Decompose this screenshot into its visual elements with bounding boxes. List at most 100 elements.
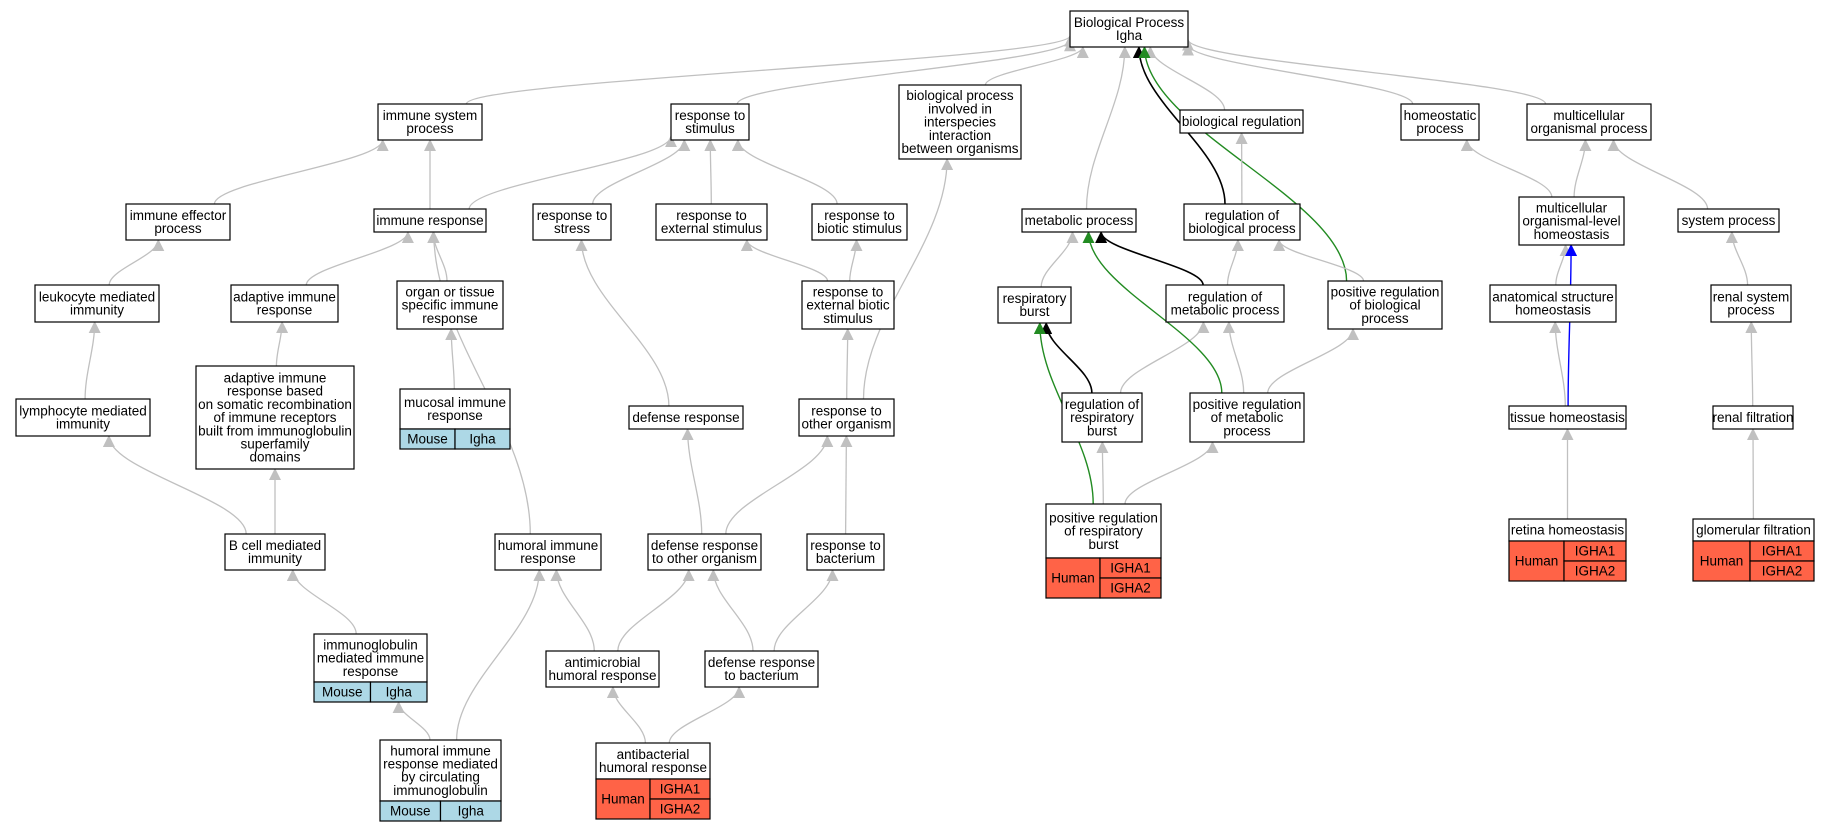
node-box bbox=[379, 739, 502, 802]
node-box bbox=[1710, 284, 1792, 323]
gene-label: IGHA1 bbox=[1575, 544, 1616, 559]
node-box bbox=[545, 650, 660, 688]
edge-response-to-external-stimulus-to-response-to-stimulus bbox=[704, 139, 717, 205]
node-box bbox=[1061, 392, 1143, 443]
edge-leukocyte-mediated-immunity-to-immune-effector-process bbox=[108, 239, 165, 286]
node-box bbox=[396, 280, 504, 330]
node-biological-regulation: biological regulation bbox=[1179, 109, 1304, 134]
node-label-line: Biological Process bbox=[1074, 15, 1185, 30]
node-label-line: metabolic process bbox=[1171, 303, 1280, 318]
edge-immune-system-process-to-root bbox=[465, 34, 1076, 105]
node-defense-response: defense response bbox=[628, 405, 744, 430]
node-label-line: response bbox=[427, 408, 483, 423]
edge-response-to-bacterium-to-response-to-other-organism bbox=[840, 435, 853, 535]
edge-positive-regulation-of-metabolic-process-to-metabolic-process bbox=[1082, 231, 1223, 394]
node-box bbox=[1069, 10, 1189, 48]
node-label-line: response bbox=[520, 551, 576, 566]
node-label-line: process bbox=[1223, 423, 1271, 438]
edge-regulation-of-respiratory-burst-to-respiratory-burst bbox=[1040, 322, 1093, 394]
edge-renal-system-process-to-system-process bbox=[1725, 231, 1749, 286]
node-label-line: superfamily bbox=[240, 437, 309, 452]
node-box bbox=[898, 84, 1022, 160]
node-box bbox=[230, 284, 339, 323]
node-box bbox=[494, 533, 602, 571]
gene-label: IGHA2 bbox=[660, 802, 701, 817]
node-label-line: system process bbox=[1682, 213, 1776, 228]
node-label-line: response to bbox=[824, 208, 895, 223]
node-label-line: immunity bbox=[248, 551, 302, 566]
node-label-line: of immune receptors bbox=[213, 410, 336, 425]
node-label-line: multicellular bbox=[1536, 200, 1608, 215]
gene-label: Igha bbox=[458, 804, 485, 819]
edge-defense-response-to-other-organism-to-response-to-other-organism bbox=[725, 435, 834, 535]
edge-system-process-to-multicellular-organismal-process bbox=[1607, 139, 1709, 210]
node-label-line: organ or tissue bbox=[405, 284, 494, 299]
node-box bbox=[1183, 203, 1301, 241]
gene-label: Igha bbox=[386, 685, 413, 700]
node-box bbox=[595, 742, 711, 780]
node-label-line: of respiratory bbox=[1064, 524, 1143, 539]
edge-immune-response-to-response-to-stimulus bbox=[468, 135, 677, 210]
node-tissue-homeostasis: tissue homeostasis bbox=[1508, 405, 1627, 430]
edge-defense-response-to-other-organism-to-defense-response bbox=[681, 428, 703, 535]
node-label-line: involved in bbox=[928, 101, 992, 116]
node-label-line: regulation of bbox=[1188, 290, 1263, 305]
edge-regulation-of-metabolic-process-to-metabolic-process bbox=[1095, 231, 1204, 286]
node-label-line: bacterium bbox=[816, 551, 875, 566]
node-label-line: by circulating bbox=[401, 770, 480, 785]
edge-positive-regulation-of-respiratory-burst-to-regulation-of-respiratory-burst bbox=[1096, 441, 1109, 505]
node-label-line: process bbox=[1727, 303, 1775, 318]
node-box bbox=[125, 203, 231, 241]
node-label-line: immunoglobulin bbox=[393, 783, 488, 798]
species-label: Human bbox=[601, 792, 645, 807]
node-box bbox=[628, 405, 744, 430]
gene-label: IGHA1 bbox=[660, 782, 701, 797]
node-label-line: humoral immune bbox=[390, 743, 491, 758]
edge-defense-response-to-bacterium-to-response-to-bacterium bbox=[773, 569, 839, 652]
edge-respiratory-burst-to-metabolic-process bbox=[1040, 231, 1079, 288]
edge-defense-response-to-bacterium-to-defense-response-to-other-organism bbox=[707, 569, 754, 652]
gene-cell bbox=[369, 681, 428, 703]
node-immune-response: immune response bbox=[373, 208, 487, 233]
node-label-line: stimulus bbox=[685, 121, 735, 136]
node-label-line: response to bbox=[810, 538, 881, 553]
edge-humoral-immune-response-circulating-ig-to-humoral-immune-response bbox=[455, 569, 546, 741]
node-system-process: system process bbox=[1677, 208, 1780, 233]
node-box bbox=[670, 103, 750, 141]
node-label-line: organismal-level bbox=[1522, 214, 1620, 229]
node-label-line: defense response bbox=[632, 410, 739, 425]
edge-humoral-immune-response-to-immune-response bbox=[427, 231, 531, 535]
node-box bbox=[1518, 196, 1625, 246]
node-box bbox=[373, 208, 487, 233]
node-label-line: metabolic process bbox=[1025, 213, 1134, 228]
edge-response-to-external-biotic-stimulus-to-response-to-external-stimulus bbox=[740, 239, 829, 282]
node-label-line: specific immune bbox=[402, 298, 499, 313]
node-label-line: stress bbox=[554, 221, 590, 236]
edge-tissue-homeostasis-to-anatomical-structure-homeostasis bbox=[1549, 321, 1566, 407]
node-label-line: other organism bbox=[801, 417, 891, 432]
node-box bbox=[1021, 208, 1137, 233]
node-box bbox=[1712, 405, 1794, 430]
species-cell bbox=[1692, 540, 1751, 582]
node-label-line: response to bbox=[813, 284, 884, 299]
gene-cell bbox=[649, 798, 711, 820]
node-box bbox=[399, 388, 511, 430]
gene-label: IGHA2 bbox=[1575, 564, 1616, 579]
gene-cell bbox=[1749, 560, 1815, 582]
gene-cell bbox=[454, 428, 511, 450]
gene-label: IGHA2 bbox=[1110, 581, 1151, 596]
node-box bbox=[1508, 405, 1627, 430]
species-cell bbox=[1508, 540, 1565, 582]
